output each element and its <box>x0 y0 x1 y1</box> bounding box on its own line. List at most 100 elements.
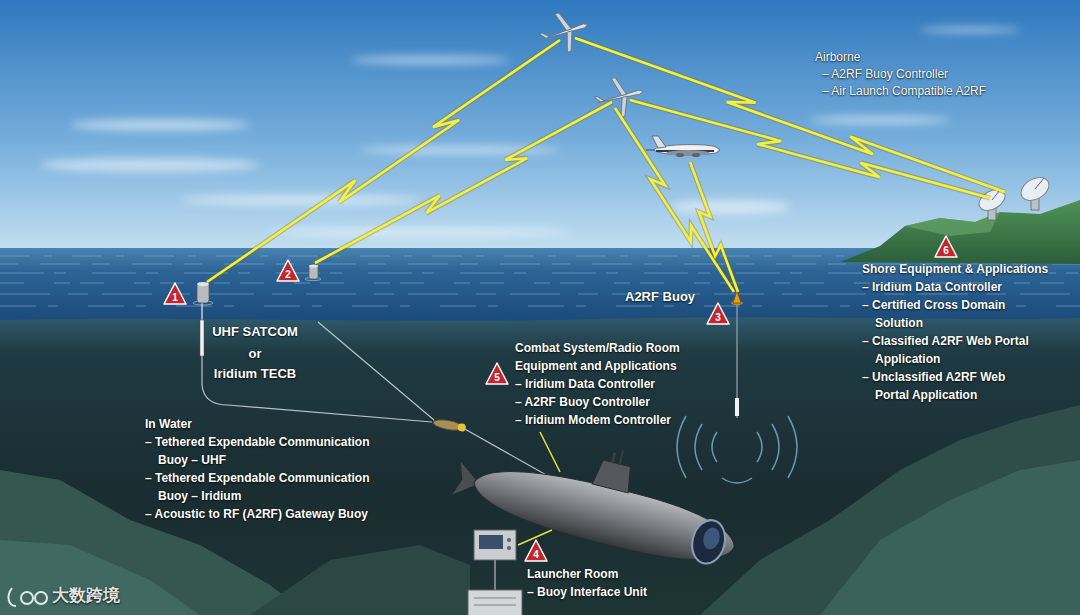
a2rf-buoy <box>731 291 743 305</box>
callout-triangle-shape <box>935 236 957 257</box>
callout-triangle: 4 <box>524 539 548 562</box>
bullet-item: – Iridium Data Controller <box>862 278 1038 296</box>
buoy <box>309 265 318 268</box>
buoy-canister <box>432 418 466 433</box>
buoy <box>197 282 209 286</box>
clouds <box>70 119 250 131</box>
clouds <box>920 27 1020 33</box>
acoustic-waves <box>722 478 752 483</box>
callout-triangle: 2 <box>276 259 300 282</box>
buoy <box>305 265 321 281</box>
island <box>840 200 1080 264</box>
watermark-logo <box>35 592 47 604</box>
acoustic-waves <box>695 424 702 470</box>
buoy <box>309 265 318 279</box>
watermark-text: 大数跨境 <box>52 585 172 607</box>
island-highlight <box>905 212 1000 236</box>
callout-triangle-shape <box>164 283 186 304</box>
callout-number: 2 <box>285 270 291 282</box>
patrol-aircraft <box>666 150 710 156</box>
satellite-dish <box>1035 178 1044 189</box>
callout-triangle-shape <box>277 260 299 281</box>
buoy-interface-unit <box>474 598 516 599</box>
bullet-item: – Unclassified A2RF Web Portal Applicati… <box>862 368 1038 404</box>
callout-triangle: 3 <box>706 302 730 325</box>
acoustic-waves <box>712 432 717 462</box>
lightning-bolt-shadow <box>615 108 734 292</box>
clouds <box>180 195 420 205</box>
buoy-interface-unit <box>468 590 522 615</box>
watermark-logo <box>9 588 16 606</box>
satellite-dish <box>1017 173 1053 205</box>
leader-line <box>518 432 560 545</box>
buoy-type-label: or <box>203 345 307 362</box>
submarine <box>467 455 741 575</box>
submarine <box>688 517 730 567</box>
submarine <box>611 452 617 463</box>
bullet-item: – Classified A2RF Web Portal Application <box>862 332 1038 368</box>
seabed <box>0 470 310 615</box>
buoy-type-label: UHF SATCOM <box>203 323 307 340</box>
callout-number: 4 <box>533 550 539 562</box>
bullet-item: – A2RF Buoy Controller <box>822 66 1022 83</box>
clouds <box>40 158 260 172</box>
lightning-bolt <box>575 38 1005 192</box>
callout-number: 6 <box>943 246 949 258</box>
callout-triangle-shape <box>707 303 729 324</box>
submarine <box>619 450 625 465</box>
bullet-item: – Tethered Expendable Communication Buoy… <box>145 433 390 469</box>
lightning-bolt <box>630 100 990 198</box>
sky <box>0 0 1080 252</box>
buoy <box>197 283 209 303</box>
callout-number: 5 <box>494 373 500 385</box>
submarine <box>592 459 634 493</box>
island-land <box>840 200 1080 264</box>
tethered-buoy-cable <box>200 303 548 476</box>
bullet-item: – Buoy Interface Unit <box>527 583 687 601</box>
tethered-buoy-cable <box>318 322 434 420</box>
bullet-item: – Certified Cross Domain Solution <box>862 296 1038 332</box>
bullet-item: – Air Launch Compatible A2RF <box>822 83 1022 100</box>
buoy-interface-unit <box>494 560 496 590</box>
uav-aircraft <box>539 31 549 39</box>
buoy-label: A2RF Buoy <box>625 288 725 305</box>
seabed <box>0 540 200 615</box>
clouds <box>350 56 510 64</box>
buoy-interface-unit <box>507 546 511 550</box>
buoy-interface-unit <box>507 538 511 542</box>
callout-number: 3 <box>715 313 721 325</box>
underwater <box>0 317 1080 615</box>
uav-aircraft <box>611 76 626 97</box>
lightning-bolt-shadow <box>575 38 1005 192</box>
buoy-interface-unit <box>474 530 516 560</box>
bullet-item: – Iridium Modem Controller <box>515 411 715 429</box>
bullet-item: – A2RF Buoy Controller <box>515 393 715 411</box>
bullet-item: – Tethered Expendable Communication Buoy… <box>145 469 390 505</box>
submarine <box>701 526 722 551</box>
callout-triangle: 1 <box>163 282 187 305</box>
section-heading: Airborne <box>815 49 1030 66</box>
lightning-bolt-shadow <box>315 102 612 263</box>
buoy-interface-unit <box>479 535 503 549</box>
callout-triangle: 5 <box>485 362 509 385</box>
uav-aircraft <box>555 11 571 32</box>
patrol-aircraft <box>646 149 654 150</box>
callout-triangle-shape <box>486 363 508 384</box>
bullet-item: – Acoustic to RF (A2RF) Gateway Buoy <box>145 505 390 523</box>
uav-aircraft <box>594 95 604 103</box>
a2rf-cable <box>735 398 739 416</box>
callout-number: 1 <box>172 293 178 305</box>
satellite-dish <box>1017 173 1053 210</box>
watermark-logo <box>21 592 33 604</box>
uav-aircraft <box>562 31 578 52</box>
acoustic-waves <box>677 416 686 478</box>
seabed <box>820 460 1080 615</box>
patrol-aircraft <box>692 153 700 157</box>
buoy <box>193 282 213 305</box>
buoy-type-label: Iridium TECB <box>203 365 307 382</box>
patrol-aircraft <box>646 136 720 157</box>
buoy-interface-unit <box>468 530 522 615</box>
seabed <box>250 545 470 615</box>
bullet-item: – Iridium Data Controller <box>515 375 715 393</box>
